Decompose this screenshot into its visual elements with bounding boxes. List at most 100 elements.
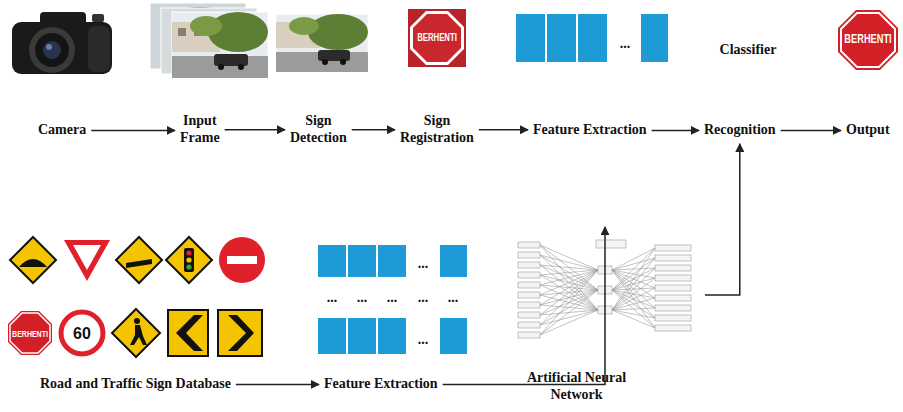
step-label: Recognition (704, 122, 776, 139)
feature-cell (641, 14, 668, 62)
frame-photo (172, 12, 268, 78)
output-unit (655, 255, 691, 261)
ellipsis: ... (357, 291, 368, 305)
sign-text: BERHENTI (12, 328, 48, 337)
sign-crop (408, 9, 466, 67)
step-label: Input Frame (180, 113, 220, 147)
sign-text: BERHENTI (417, 33, 457, 43)
input-unit (518, 322, 540, 328)
ellipsis: ... (418, 333, 429, 347)
frame-photo (276, 14, 368, 72)
feature-cell (318, 245, 346, 277)
flow-arrow (352, 129, 395, 131)
pedestrian-head (134, 318, 140, 324)
ellipsis: ... (418, 291, 429, 305)
input-unit (518, 262, 540, 268)
yield-inner (73, 245, 101, 270)
no-entry-sign (219, 237, 265, 283)
bump-symbol (19, 259, 47, 267)
chevron-sign (218, 310, 262, 356)
step-text: Input Frame (180, 113, 220, 147)
step-label: Camera (38, 122, 86, 139)
output-unit (655, 285, 691, 291)
step-text: Sign Detection (290, 113, 347, 147)
feature-cell (378, 318, 406, 354)
step-text: Artificial Neural Network (514, 370, 639, 404)
sign-database (8, 237, 265, 357)
input-unit (518, 292, 540, 298)
feature-cell (378, 245, 406, 277)
sign-border (841, 13, 895, 67)
step-label: Sign Registration (400, 113, 474, 147)
light (186, 264, 191, 269)
wheel (238, 64, 244, 70)
wheel (340, 59, 346, 65)
ellipsis: ... (418, 257, 429, 271)
ellipsis: ... (327, 291, 338, 305)
detection-picture (276, 14, 368, 72)
step-text: Road and Traffic Sign Database (40, 376, 231, 393)
flow-arrow (91, 130, 175, 132)
output-unit (655, 315, 691, 321)
step-text: Feature Extraction (533, 122, 647, 139)
sign-text: BERHENTI (844, 34, 891, 46)
warning-sign (112, 309, 160, 357)
output-unit (655, 295, 691, 301)
wheel (322, 59, 328, 65)
output-sign (838, 10, 898, 70)
warning-sign (116, 237, 162, 283)
flow-arrow (443, 227, 605, 384)
input-unit (518, 252, 540, 258)
feature-vector (516, 14, 668, 62)
step-label: Feature Extraction (533, 122, 647, 139)
step-label: Sign Detection (290, 113, 347, 147)
ellipsis: ... (620, 37, 631, 51)
step-text: Recognition (704, 122, 776, 139)
tree (190, 16, 222, 36)
registered-sign (408, 9, 466, 67)
step-text: Sign Registration (400, 113, 474, 147)
tree (308, 14, 368, 50)
classifier-label: Classifier (720, 43, 777, 57)
flow-arrow (705, 144, 740, 295)
stop-sign (838, 10, 898, 70)
stop-sign (413, 14, 461, 62)
input-unit (518, 272, 540, 278)
feature-cell (318, 318, 346, 354)
output-unit (655, 265, 691, 271)
no-entry-bar (227, 256, 257, 264)
input-unit (518, 312, 540, 318)
car (318, 50, 350, 61)
step-text: Feature Extraction (324, 376, 438, 393)
feature-cell (547, 14, 576, 62)
input-unit (518, 302, 540, 308)
network-weights (612, 248, 655, 328)
camera-lens (29, 27, 75, 73)
network-header (596, 240, 626, 248)
wheel (218, 64, 224, 70)
flow-arrow (781, 130, 841, 132)
step-label: Road and Traffic Sign Database (40, 376, 231, 393)
warning-sign (166, 237, 212, 283)
network-weights (540, 245, 598, 335)
camera-grip (88, 26, 110, 72)
output-unit (655, 325, 691, 331)
sign-border (10, 313, 50, 353)
step-text: Camera (38, 122, 86, 139)
feature-cell (440, 245, 467, 277)
flow-arrow (236, 384, 319, 386)
input-frames-picture (150, 3, 268, 78)
pedestrian-body (130, 325, 147, 345)
car (214, 54, 248, 66)
camera-body (12, 22, 112, 74)
yield-sign (64, 240, 110, 281)
warning-sign (10, 237, 56, 283)
flow-arrow (479, 129, 528, 131)
flow-arrow (652, 130, 699, 132)
output-unit (655, 275, 691, 281)
feature-cell (348, 318, 376, 354)
step-text: Output (846, 122, 890, 139)
camera-glass (43, 41, 61, 59)
step-label: Artificial Neural Network (510, 232, 700, 408)
